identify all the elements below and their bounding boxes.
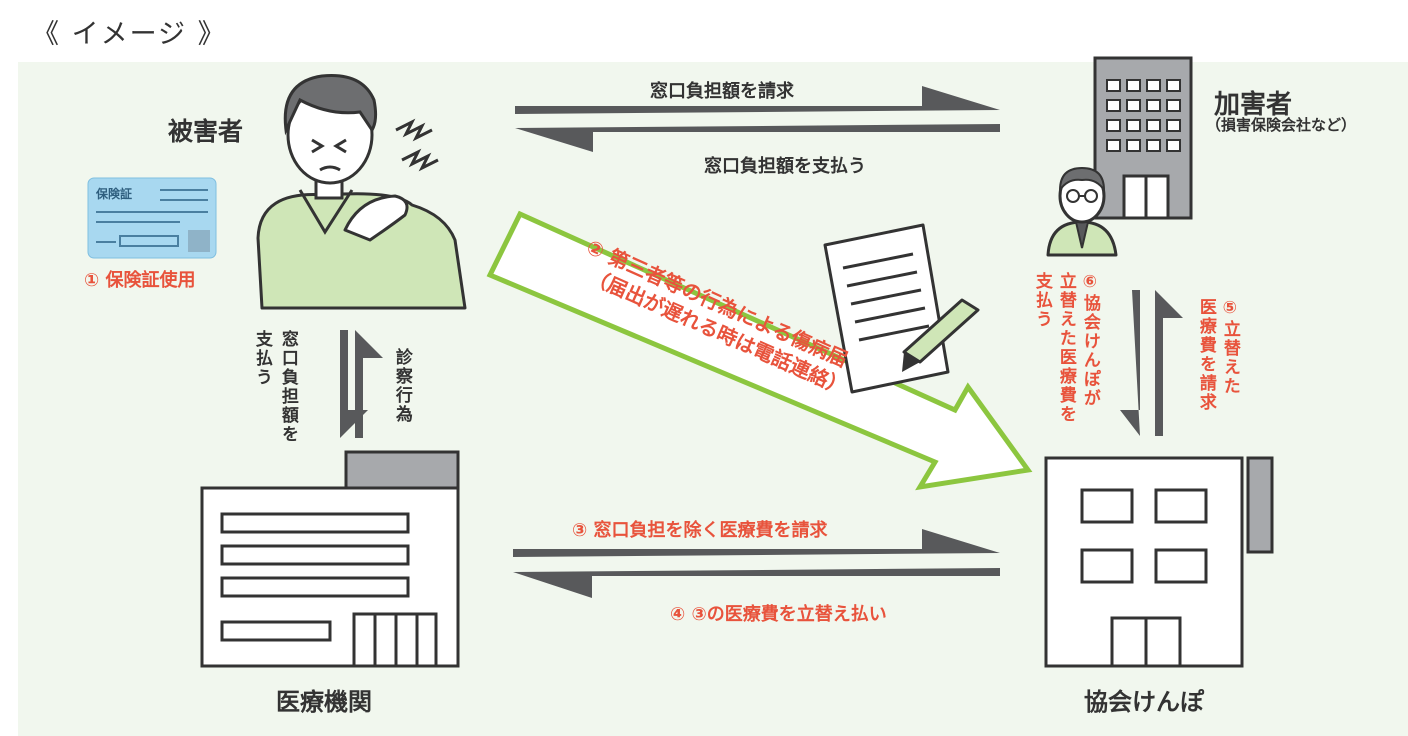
perpetrator-label: 加害者 <box>1214 90 1293 120</box>
step6-col2: 立替えた医療費を <box>1055 272 1076 424</box>
step4-label: ④ ③の医療費を立替え払い <box>670 604 887 625</box>
pen-icon <box>902 298 980 372</box>
medical-care-label: 診察行為 <box>391 348 412 424</box>
victim-label: 被害者 <box>168 117 244 146</box>
arrow-claim-medical-cost <box>513 529 1000 557</box>
arrow-pay-advanced-vertical <box>1120 290 1140 436</box>
step6-number: ⑥ <box>1079 272 1100 294</box>
card-label: 保険証 <box>96 187 133 201</box>
pay-copay-label: 窓口負担額を支払う <box>704 156 866 177</box>
step3-label: ③ 窓口負担を除く医療費を請求 <box>572 520 828 541</box>
insurance-card-icon <box>87 177 217 259</box>
step6-col3: 支払う <box>1031 272 1052 329</box>
step5-col1: 立替えた <box>1219 320 1240 396</box>
perpetrator-sub-label: （損害保険会社など） <box>1206 116 1357 134</box>
arrow-claim-advanced-vertical <box>1155 290 1183 436</box>
page-title: 《 イメージ 》 <box>32 19 227 50</box>
pay-copay-vertical-col1: 窓口負担額を <box>277 330 298 444</box>
pay-copay-vertical-col2: 支払う <box>251 330 272 387</box>
step5-number: ⑤ <box>1219 298 1240 320</box>
arrow-injury-report <box>486 210 1033 491</box>
step5-col1-wrap: ⑤立替えた <box>1219 298 1240 396</box>
arrow-medical-care-vertical <box>355 330 383 438</box>
step6-col1: 協会けんぽが <box>1079 294 1100 408</box>
kyokai-building-icon <box>1044 456 1274 668</box>
victim-person-icon <box>256 74 467 310</box>
hospital-building-icon <box>200 450 460 668</box>
claim-copay-label: 窓口負担額を請求 <box>650 81 794 102</box>
step6-col1-wrap: ⑥協会けんぽが <box>1079 272 1100 408</box>
step1-label: ① 保険証使用 <box>84 270 196 291</box>
kyokai-label: 協会けんぽ <box>1084 688 1204 716</box>
insurer-building-icon <box>1093 56 1193 220</box>
arrow-claim-copay <box>515 86 1000 114</box>
arrow-pay-copay <box>515 124 1000 152</box>
hospital-label: 医療機関 <box>276 688 372 716</box>
step5-col2: 医療費を請求 <box>1195 298 1216 412</box>
perpetrator-person-icon <box>1046 166 1118 257</box>
arrow-pay-medical-cost <box>513 568 1000 598</box>
